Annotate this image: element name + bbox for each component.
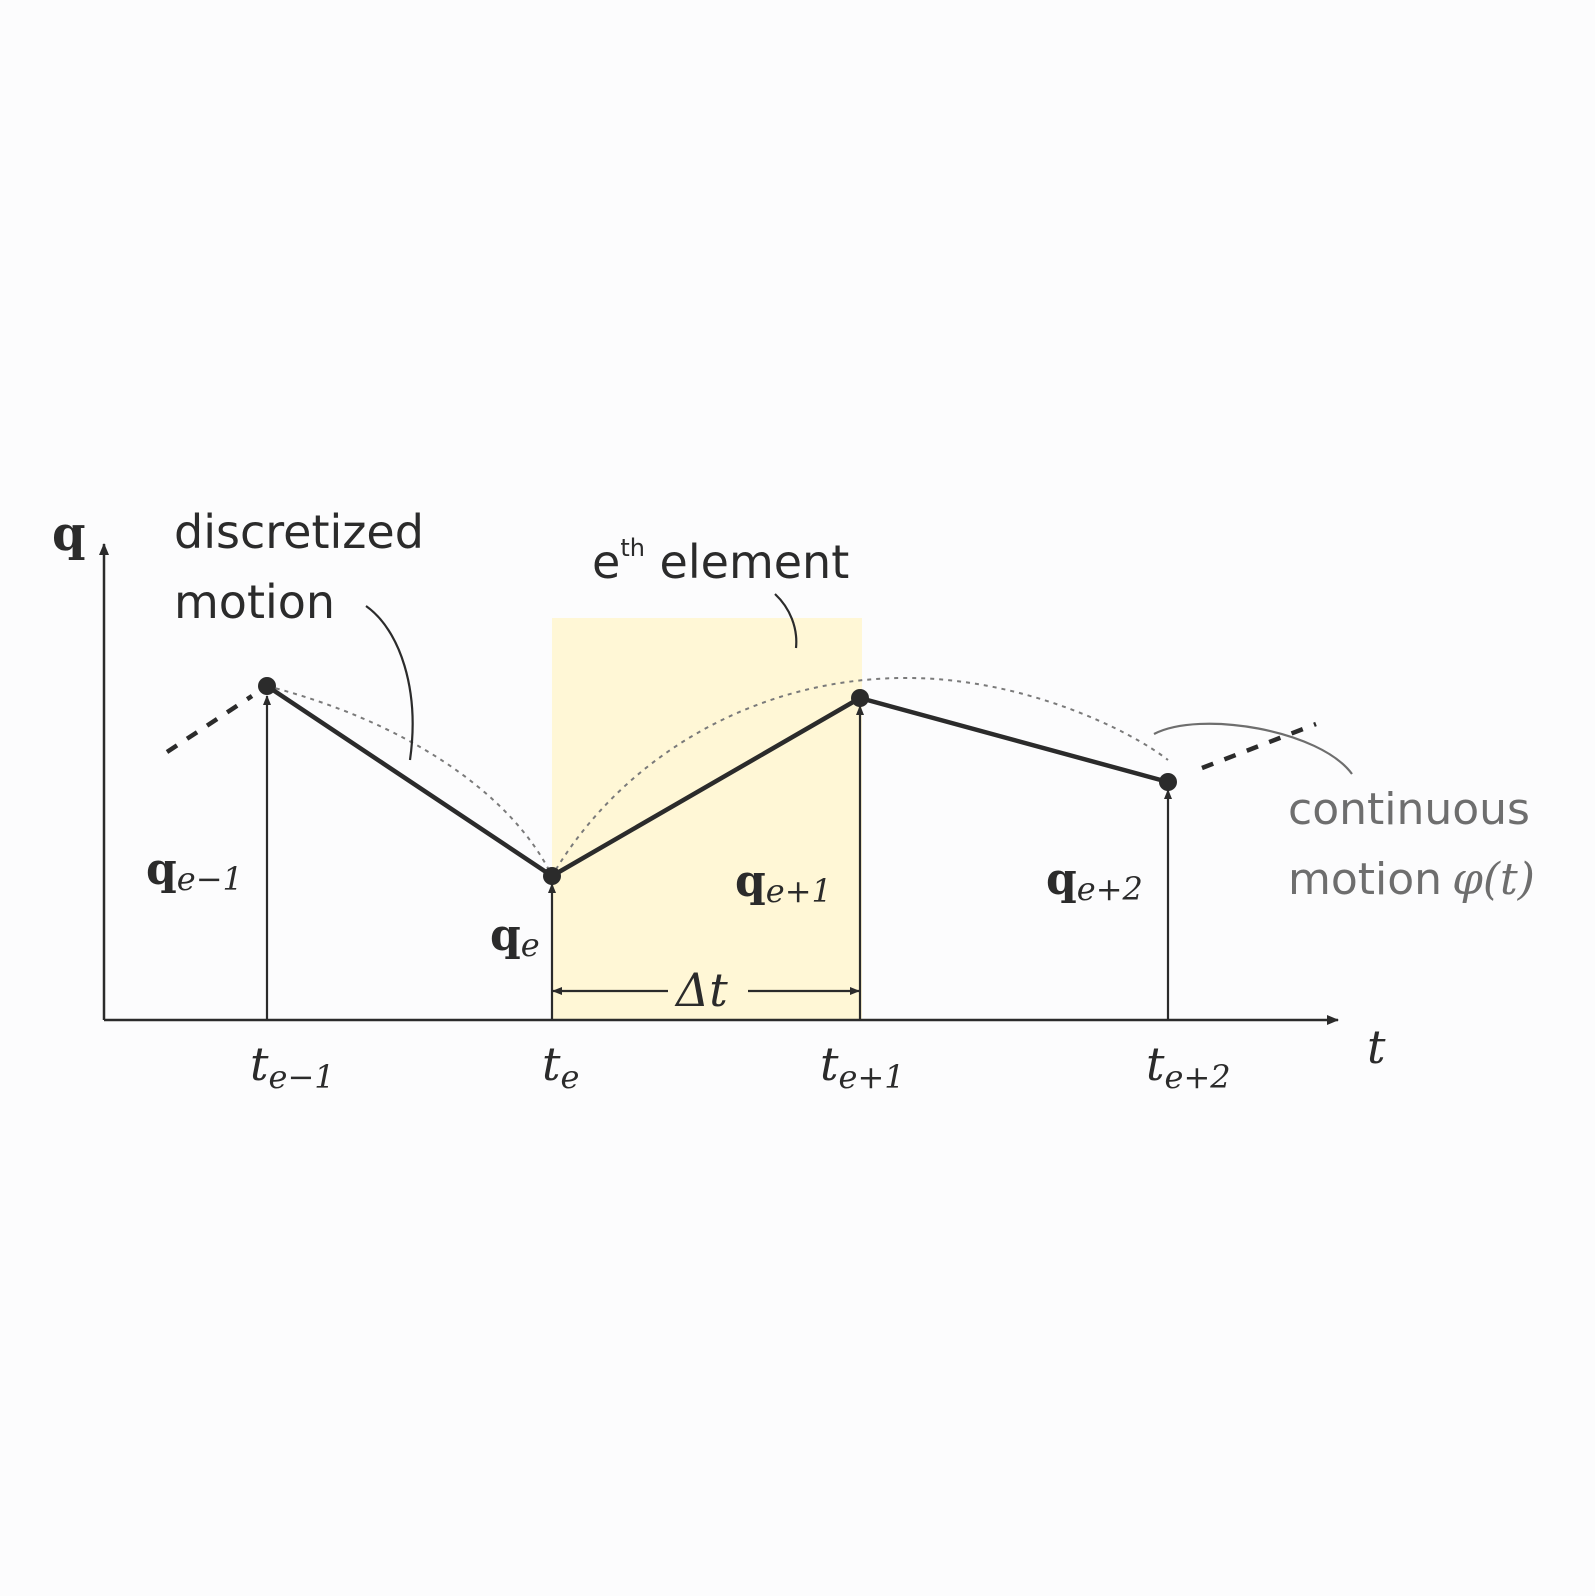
continuous-motion-label-line1: continuous [1288,784,1530,835]
delta-t-label: Δt [674,963,728,1017]
continuous-motion-leader [1153,722,1353,775]
extension-left [165,694,254,754]
q-label-e-plus-1: qe+1 [735,856,832,910]
node-point [1159,773,1177,791]
t-label-e-plus-1: te+1 [820,1037,905,1096]
node-point [258,677,276,695]
x-axis-label: t [1367,1020,1386,1074]
element-label: eth element [592,534,849,589]
discretized-motion-line [265,684,1169,879]
node-point [543,867,561,885]
t-label-e: te [542,1037,579,1096]
node-point [851,689,869,707]
t-label-e-plus-2: te+2 [1146,1037,1231,1096]
q-label-e-minus-1: qe−1 [146,844,243,898]
y-axis-label: q [52,506,86,562]
t-label-e-minus-1: te−1 [250,1037,335,1096]
q-label-e-plus-2: qe+2 [1046,854,1143,908]
discretized-motion-leader [365,605,414,761]
continuous-motion-curve [266,676,1169,879]
discretized-motion-label-line1: discretized [174,505,424,559]
extension-right [1201,721,1317,771]
element-highlight [552,618,862,1020]
q-label-e: qe [490,910,540,964]
discretized-motion-label-line2: motion [174,575,335,629]
element-leader [774,593,798,649]
